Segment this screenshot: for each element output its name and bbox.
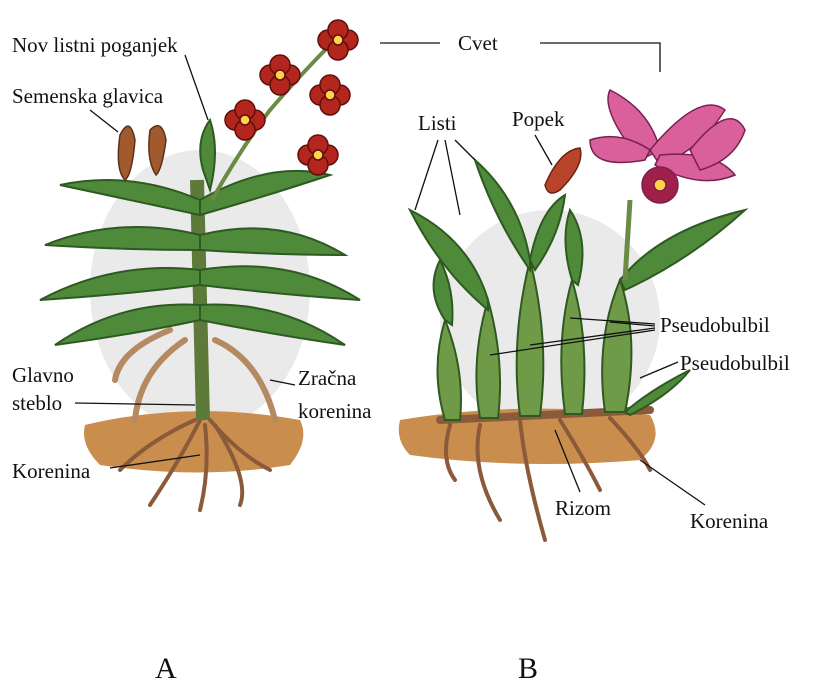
leader-flower-b — [540, 43, 660, 72]
label-main-stem-line1: Glavno — [12, 363, 74, 387]
label-root-b: Korenina — [690, 509, 769, 533]
leader-leaves-3 — [455, 140, 475, 160]
label-root-a: Korenina — [12, 459, 91, 483]
label-rhizome: Rizom — [555, 496, 611, 520]
label-flower: Cvet — [458, 31, 498, 55]
label-seed-head: Semenska glavica — [12, 84, 164, 108]
flower-bud — [545, 148, 581, 193]
leader-new-shoot — [185, 55, 208, 120]
panel-label-a: A — [155, 652, 177, 682]
label-main-stem-line2: steblo — [12, 391, 62, 415]
label-aerial-root-line1: Zračna — [298, 366, 357, 390]
panel-label-b: B — [518, 652, 538, 682]
leader-root-b — [640, 460, 705, 505]
label-aerial-root-line2: korenina — [298, 399, 372, 423]
leader-bud — [535, 135, 552, 165]
label-bud: Popek — [512, 107, 565, 131]
label-pseudobulb-1: Pseudobulbil — [660, 313, 770, 337]
label-leaves: Listi — [418, 111, 457, 135]
leader-leaves-2 — [445, 140, 460, 215]
leader-leaves-1 — [415, 140, 438, 210]
leader-seed-head — [90, 110, 118, 132]
label-pseudobulb-2: Pseudobulbil — [680, 351, 790, 375]
flowers-b — [590, 90, 745, 203]
label-new-leaf-shoot: Nov listni poganjek — [12, 33, 178, 57]
flowers-a — [225, 20, 358, 175]
